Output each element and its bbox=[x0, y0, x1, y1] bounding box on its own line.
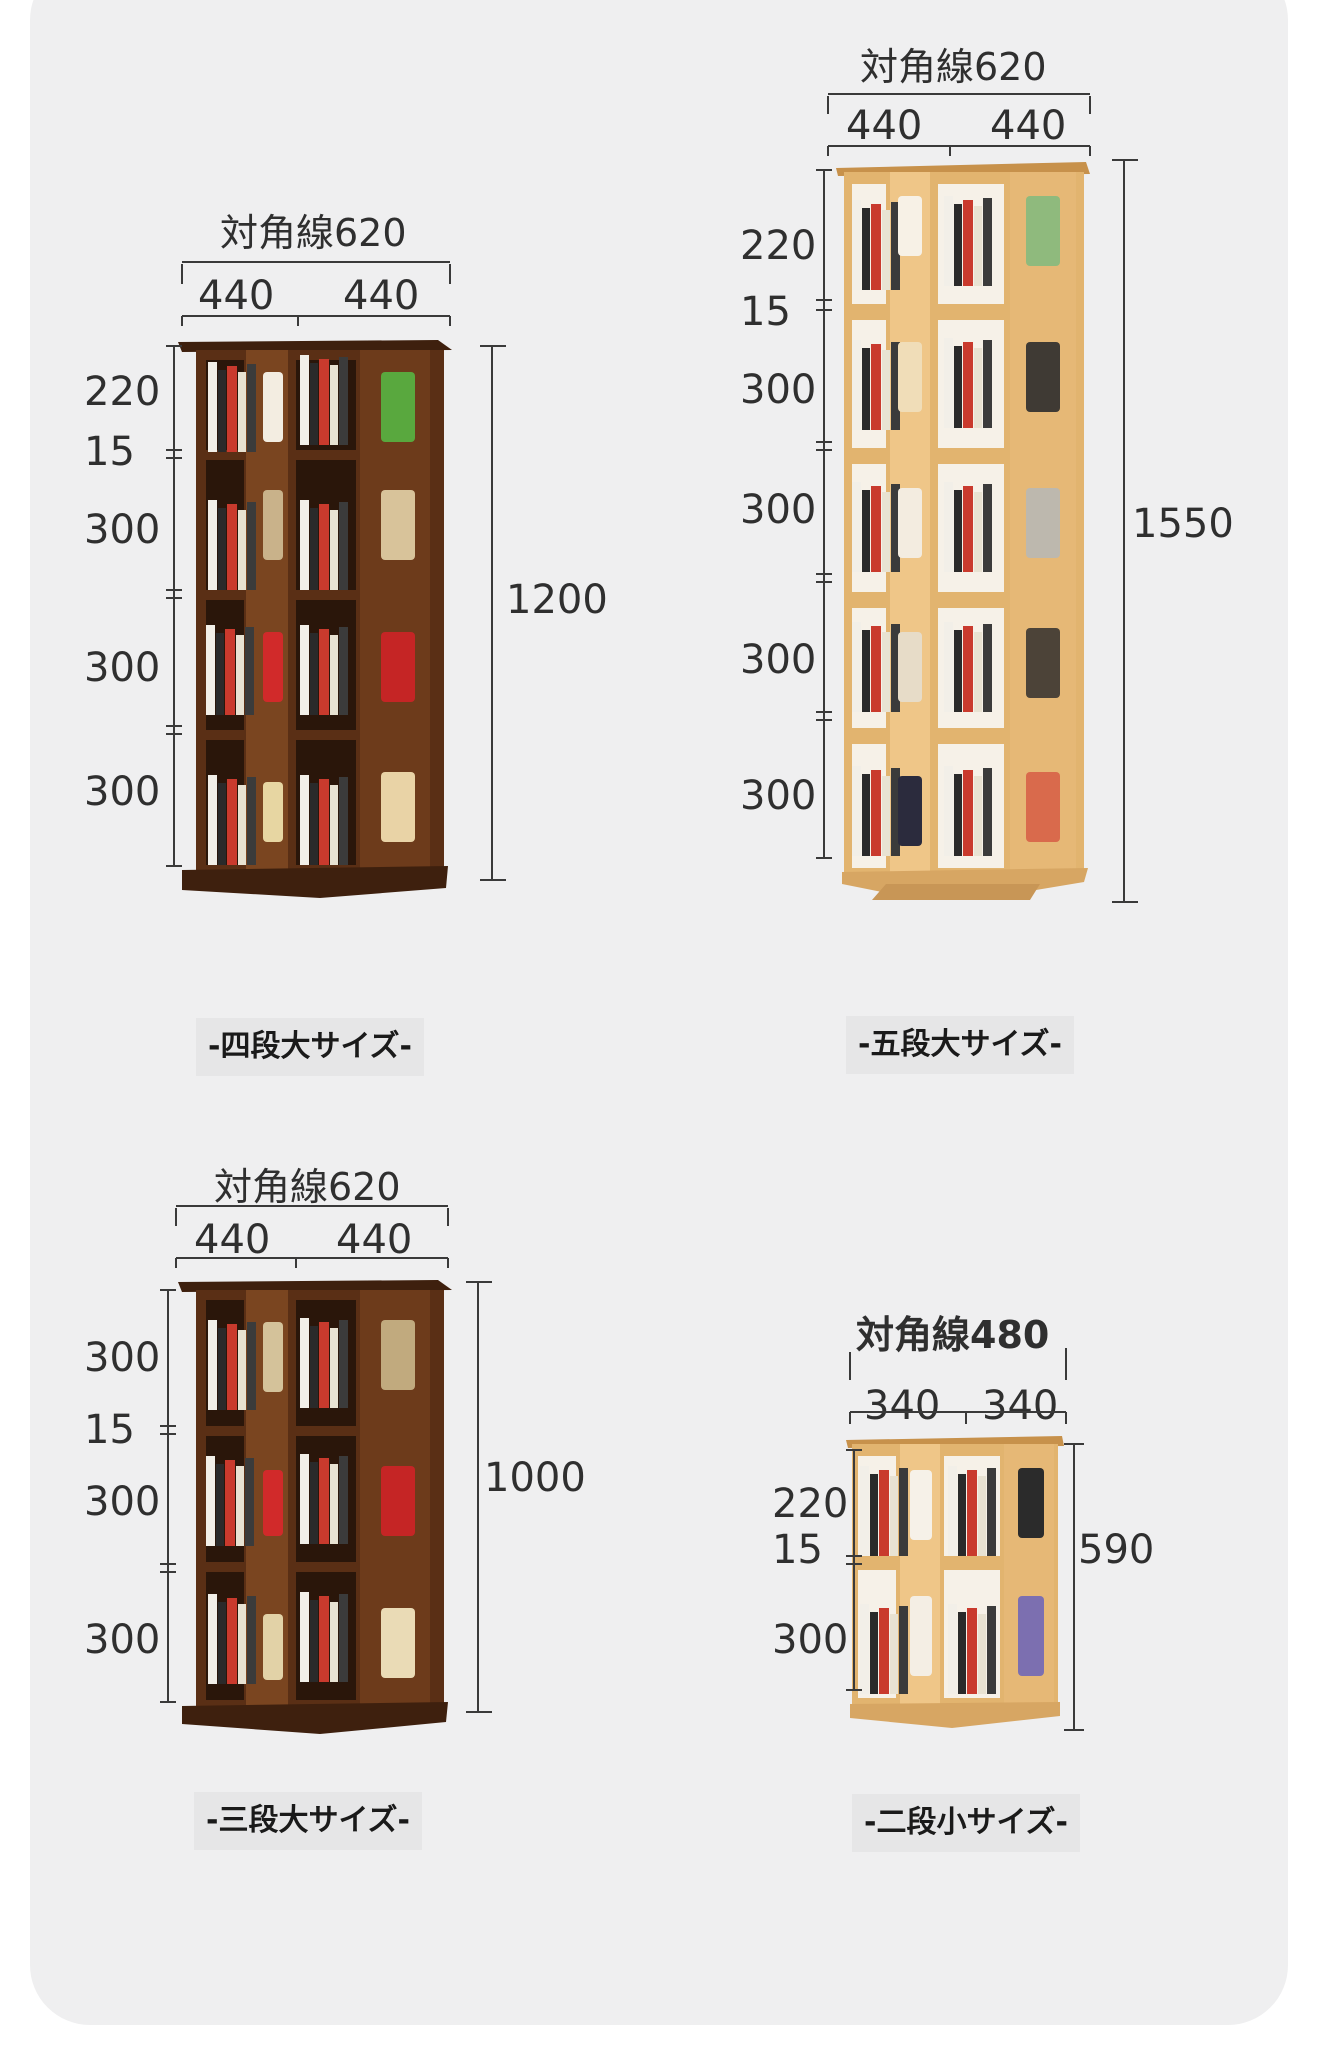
top-cap bbox=[178, 1280, 452, 1292]
section-label: 220 bbox=[740, 223, 817, 269]
section-label: 300 bbox=[84, 1479, 161, 1525]
diagonal-label: 対角線620 bbox=[214, 1165, 401, 1209]
width-label-right: 440 bbox=[336, 1217, 413, 1263]
width-label-right: 440 bbox=[990, 103, 1067, 149]
window-cutouts bbox=[910, 1468, 1044, 1676]
base bbox=[850, 1702, 1060, 1728]
base bbox=[182, 866, 448, 898]
section-label: 15 bbox=[84, 429, 135, 475]
section-label: 300 bbox=[84, 507, 161, 553]
width-label-left: 440 bbox=[846, 103, 923, 149]
width-label-right: 340 bbox=[982, 1383, 1059, 1429]
section-label: 300 bbox=[740, 637, 817, 683]
window-cutouts bbox=[263, 1320, 415, 1680]
section-label: 300 bbox=[84, 645, 161, 691]
window-cutouts bbox=[898, 196, 1060, 846]
height-label: 1000 bbox=[484, 1455, 586, 1501]
section-label: 300 bbox=[84, 1335, 161, 1381]
section-label: 15 bbox=[84, 1407, 135, 1453]
section-label: 15 bbox=[772, 1527, 823, 1573]
section-label: 300 bbox=[740, 487, 817, 533]
section-label: 300 bbox=[84, 1617, 161, 1663]
top-cap bbox=[178, 340, 452, 352]
section-label: 300 bbox=[772, 1617, 849, 1663]
dimension-lines bbox=[160, 93, 1138, 1731]
section-label: 300 bbox=[740, 367, 817, 413]
width-label-right: 440 bbox=[343, 273, 420, 319]
section-label: 15 bbox=[740, 289, 791, 335]
caption-five-tier: -五段大サイズ- bbox=[846, 1016, 1075, 1074]
bookcase-two-tier bbox=[846, 1436, 1064, 1728]
caption-four-tier: -四段大サイズ- bbox=[196, 1018, 425, 1076]
height-label: 590 bbox=[1078, 1527, 1155, 1573]
turntable bbox=[872, 884, 1040, 900]
bookcase-five-tier bbox=[836, 162, 1090, 900]
caption-three-tier: -三段大サイズ- bbox=[194, 1792, 423, 1850]
section-label: 300 bbox=[84, 769, 161, 815]
bookcase-four-tier bbox=[178, 340, 452, 898]
diagonal-label: 対角線480 bbox=[856, 1313, 1050, 1357]
width-label-left: 440 bbox=[198, 273, 275, 319]
section-label: 300 bbox=[740, 773, 817, 819]
caption-two-tier: -二段小サイズ- bbox=[852, 1794, 1081, 1852]
section-label: 220 bbox=[84, 369, 161, 415]
width-label-left: 440 bbox=[194, 1217, 271, 1263]
diagonal-label: 対角線620 bbox=[860, 45, 1047, 89]
bookcase-three-tier bbox=[178, 1280, 452, 1734]
base bbox=[182, 1702, 448, 1734]
width-label-left: 340 bbox=[864, 1383, 941, 1429]
window-cutouts bbox=[263, 372, 415, 842]
height-label: 1550 bbox=[1132, 501, 1234, 547]
section-label: 220 bbox=[772, 1481, 849, 1527]
diagonal-label: 対角線620 bbox=[220, 211, 407, 255]
height-label: 1200 bbox=[506, 577, 608, 623]
